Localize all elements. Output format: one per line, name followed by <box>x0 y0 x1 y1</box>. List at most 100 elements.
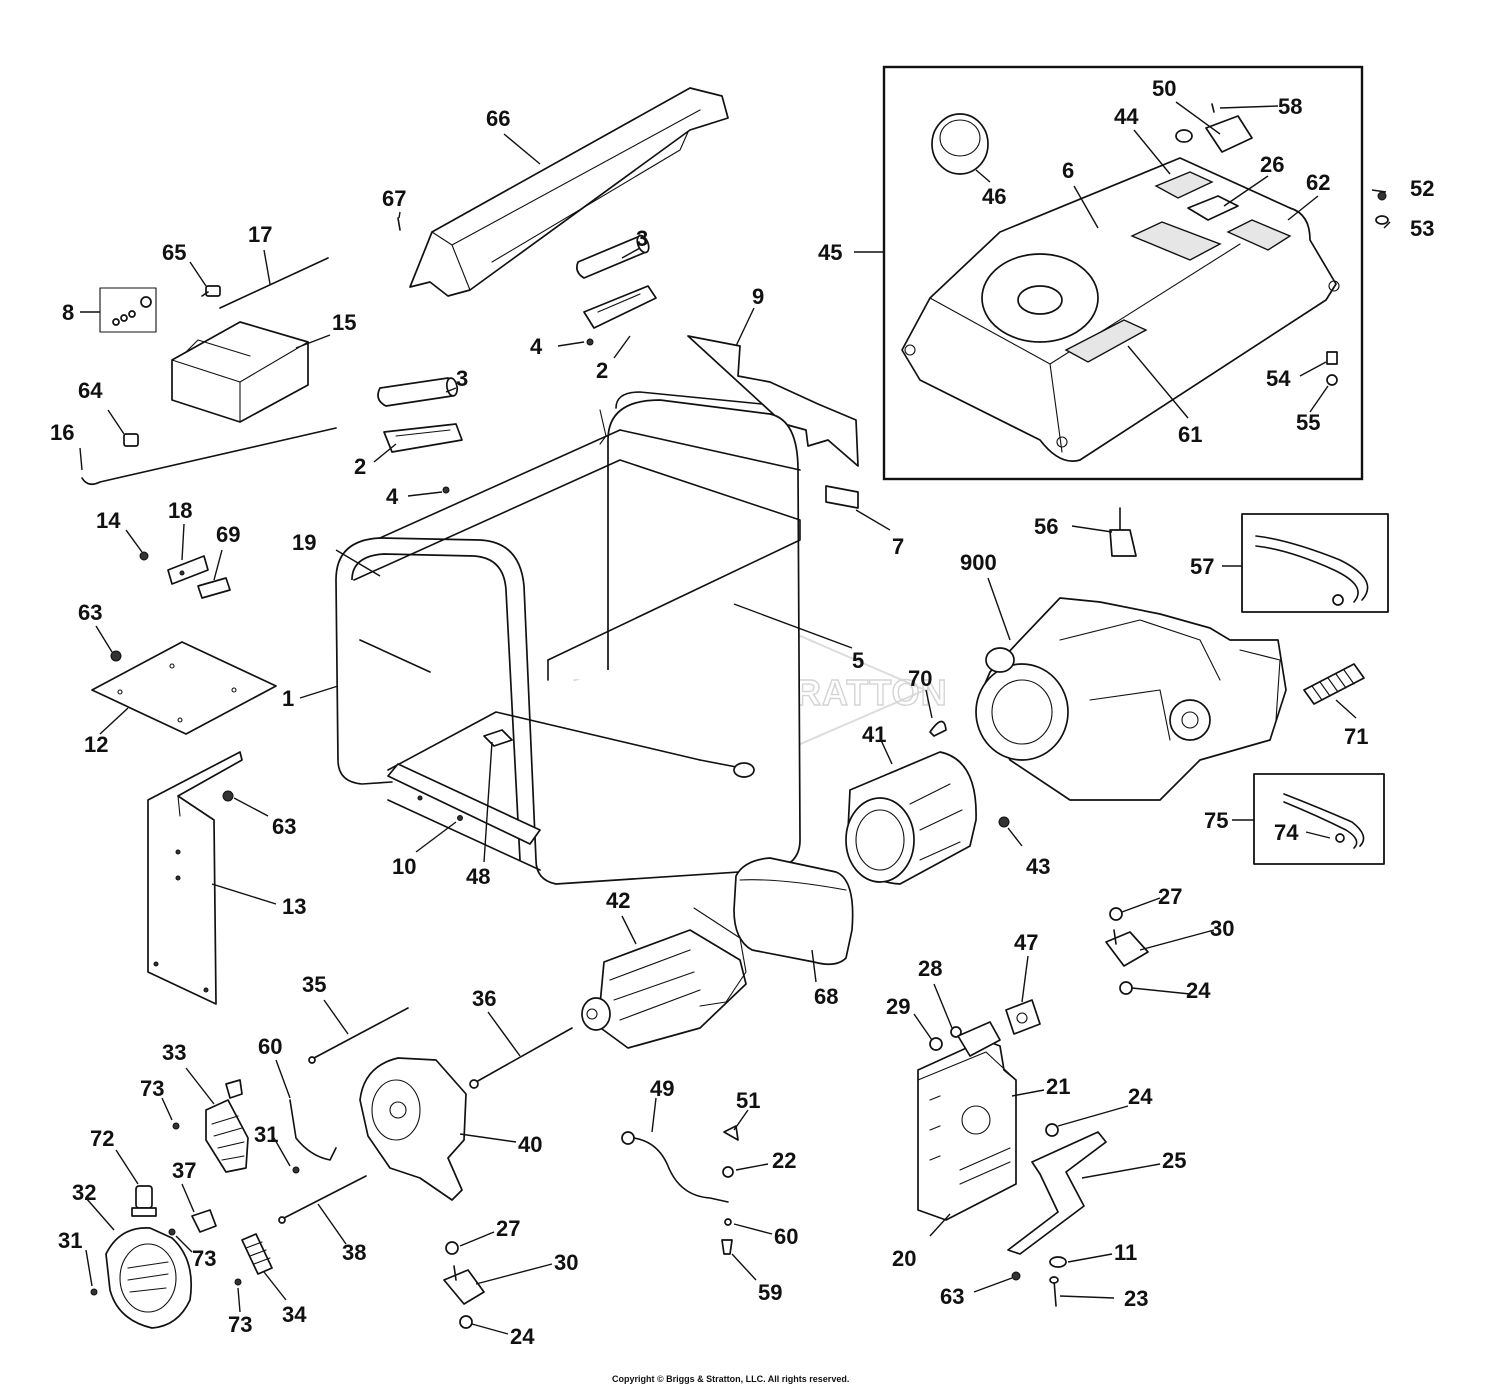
callout-34: 34 <box>282 1302 307 1327</box>
part-31-screw-b <box>90 1288 98 1296</box>
callout-8: 8 <box>62 300 74 325</box>
callout-40: 40 <box>518 1132 542 1157</box>
part-16-strap <box>81 427 337 486</box>
part-7-label <box>825 485 859 509</box>
callout-2-upper: 2 <box>596 358 608 383</box>
callout-45: 45 <box>818 240 842 265</box>
part-8-hardware-kit <box>99 287 157 333</box>
callout-52: 52 <box>1410 176 1434 201</box>
callout-66: 66 <box>486 106 510 131</box>
part-2-grip-lower <box>383 423 463 453</box>
callout-69: 69 <box>216 522 240 547</box>
part-73-screw-c <box>234 1278 242 1286</box>
callout-30-lower: 30 <box>554 1250 578 1275</box>
part-71-spring <box>1303 663 1365 705</box>
callout-73-a: 73 <box>140 1076 164 1101</box>
part-24-nut-lower <box>459 1315 473 1329</box>
callout-56: 56 <box>1034 514 1058 539</box>
part-4-screw-upper <box>586 338 594 346</box>
part-13-bracket <box>147 751 243 1005</box>
part-20-21-muffler <box>917 1021 1017 1221</box>
callout-60-lower: 60 <box>774 1224 798 1249</box>
part-14-screw <box>139 551 149 561</box>
callout-9: 9 <box>752 284 764 309</box>
callout-27-upper: 27 <box>1158 884 1182 909</box>
callout-19: 19 <box>292 530 316 555</box>
callout-63-c: 63 <box>940 1284 964 1309</box>
callout-44: 44 <box>1114 104 1139 129</box>
callout-59: 59 <box>758 1280 782 1305</box>
copyright-notice: Copyright © Briggs & Stratton, LLC. All … <box>612 1374 849 1384</box>
callout-28: 28 <box>918 956 942 981</box>
callout-22: 22 <box>772 1148 796 1173</box>
part-17-rod <box>219 257 329 309</box>
callout-15: 15 <box>332 310 356 335</box>
callout-27-lower: 27 <box>496 1216 520 1241</box>
callout-6: 6 <box>1062 158 1074 183</box>
callout-36: 36 <box>472 986 496 1011</box>
part-59-screw <box>721 1239 733 1255</box>
callout-38: 38 <box>342 1240 366 1265</box>
part-37-bracket <box>191 1209 217 1233</box>
callout-73-c: 73 <box>228 1312 252 1337</box>
part-2-grip-upper <box>583 285 657 329</box>
part-67-screw <box>397 217 401 231</box>
part-63-screw-a <box>110 650 122 662</box>
part-1-frame <box>335 391 801 885</box>
part-41-stator <box>845 751 977 885</box>
callout-4-lower: 4 <box>386 484 399 509</box>
part-30-mount-lower <box>443 1265 485 1305</box>
part-33-rectifier <box>205 1079 249 1173</box>
callout-53: 53 <box>1410 216 1434 241</box>
callout-33: 33 <box>162 1040 186 1065</box>
callout-3-lower: 3 <box>456 366 468 391</box>
callout-72: 72 <box>90 1126 114 1151</box>
callout-64: 64 <box>78 378 103 403</box>
callout-42: 42 <box>606 888 630 913</box>
part-55-nut <box>1326 374 1338 386</box>
part-34-brush-holder <box>241 1233 273 1275</box>
part-18-bracket <box>167 555 209 585</box>
callout-41: 41 <box>862 722 886 747</box>
callout-35: 35 <box>302 972 326 997</box>
part-36-bolt <box>469 1027 573 1089</box>
callout-31-b: 31 <box>58 1228 82 1253</box>
callout-26: 26 <box>1260 152 1284 177</box>
part-54-bushing <box>1326 351 1338 365</box>
callout-54: 54 <box>1266 366 1291 391</box>
callout-23: 23 <box>1124 1286 1148 1311</box>
part-42-rotor <box>581 907 747 1049</box>
callout-48: 48 <box>466 864 490 889</box>
part-60-washer <box>724 1218 732 1226</box>
callout-16: 16 <box>50 420 74 445</box>
part-40-end-bracket <box>359 1057 467 1201</box>
callout-68: 68 <box>814 984 838 1009</box>
part-30-mount-upper <box>1105 929 1149 967</box>
part-22-nut <box>722 1166 734 1178</box>
callout-24-lower: 24 <box>510 1324 535 1349</box>
callout-10: 10 <box>392 854 416 879</box>
part-57-fuel-line <box>1241 513 1389 613</box>
part-29-nut <box>929 1037 943 1051</box>
callout-58: 58 <box>1278 94 1302 119</box>
part-64-fastener <box>123 433 139 447</box>
part-28-nut <box>950 1026 962 1038</box>
part-27-nut-lower <box>445 1241 459 1255</box>
callout-47: 47 <box>1014 930 1038 955</box>
callout-7: 7 <box>892 534 904 559</box>
callout-13: 13 <box>282 894 306 919</box>
callout-3-upper: 3 <box>636 226 648 251</box>
part-35-bolt <box>308 1007 409 1064</box>
part-4-screw-lower <box>442 486 450 494</box>
part-63-screw-c <box>1011 1271 1021 1281</box>
callout-65: 65 <box>162 240 186 265</box>
part-12-plate <box>91 641 277 735</box>
fuel-tank-assembly-box <box>882 65 1364 481</box>
callout-51: 51 <box>736 1088 760 1113</box>
callout-63-a: 63 <box>78 600 102 625</box>
leader-lines <box>79 101 1391 1335</box>
callout-63-b: 63 <box>272 814 296 839</box>
part-65-fastener <box>201 285 221 297</box>
callout-24-muffler: 24 <box>1128 1084 1153 1109</box>
callout-73-b: 73 <box>192 1246 216 1271</box>
